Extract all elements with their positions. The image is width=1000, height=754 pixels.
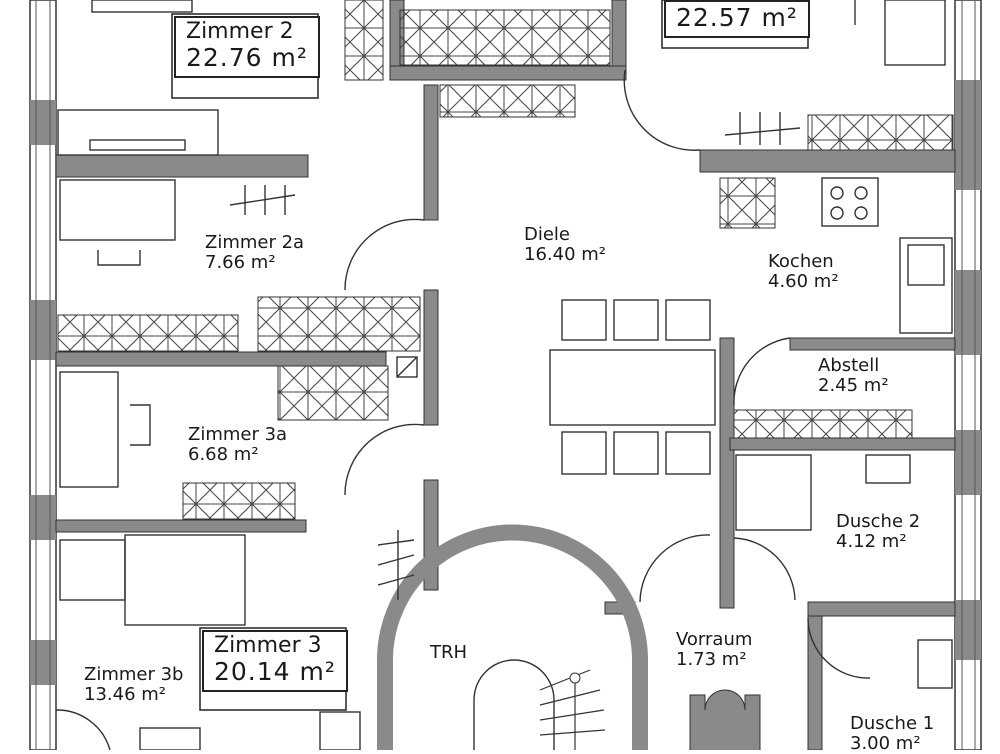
room-area: 6.68 m² [188,443,259,465]
room-name: Kochen [768,251,834,272]
room-label-zimmer-2a: Zimmer 2a 7.66 m² [205,233,304,273]
storage-hatch-areas [57,0,954,520]
room-label-abstell: Abstell 2.45 m² [818,356,889,396]
room-label-dusche-2: Dusche 2 4.12 m² [836,512,920,552]
room-label-zimmer-3b: Zimmer 3b 13.46 m² [84,665,183,705]
room-label-trh: TRH [430,643,467,663]
room-area: 22.57 m² [676,3,798,32]
exterior-wall-left [29,0,57,750]
room-label-kochen: Kochen 4.60 m² [768,252,839,292]
door-swings [55,69,871,750]
room-label-dusche-1: Dusche 1 3.00 m² [850,714,934,754]
exterior-wall-right [954,0,982,750]
room-name: TRH [430,642,468,663]
room-area: 3.00 m² [850,732,921,754]
room-area: 4.60 m² [768,270,839,292]
staircase [377,524,761,750]
room-area: 1.73 m² [676,648,747,670]
room-area: 13.46 m² [84,683,167,705]
room-label-top: 22.57 m² [664,0,810,38]
room-name: Zimmer 3b [84,664,184,685]
room-name: Zimmer 3a [188,424,288,445]
room-area: 2.45 m² [818,374,889,396]
room-name: Zimmer 2a [205,232,305,253]
window-symbols [229,112,801,600]
room-label-zimmer-3a: Zimmer 3a 6.68 m² [188,425,287,465]
room-name: Zimmer 3 [214,633,322,658]
room-name: Zimmer 2 [186,19,294,44]
room-label-vorraum: Vorraum 1.73 m² [676,630,752,670]
room-name: Abstell [818,355,880,376]
room-name: Dusche 1 [850,713,935,734]
room-area: 4.12 m² [836,530,907,552]
room-name: Diele [524,224,571,245]
room-area: 22.76 m² [186,43,308,73]
room-name: Vorraum [676,629,753,650]
room-label-zimmer-2: Zimmer 2 22.76 m² [174,16,320,78]
room-area: 16.40 m² [524,243,607,265]
room-area: 20.14 m² [214,657,336,687]
room-area: 7.66 m² [205,251,276,273]
room-label-zimmer-3: Zimmer 3 20.14 m² [202,630,348,692]
room-label-diele: Diele 16.40 m² [524,225,606,265]
room-name: Dusche 2 [836,511,921,532]
